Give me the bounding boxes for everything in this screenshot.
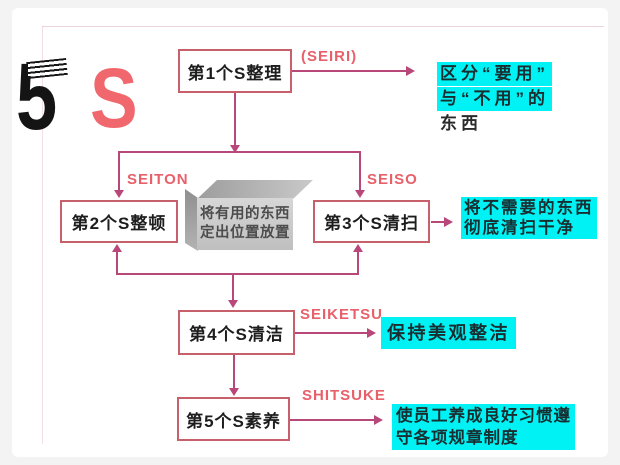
logo-letter-s: S [90,51,138,145]
result-seiri-line2: 与“不用”的 [437,87,552,111]
connector-s1-result [292,70,406,72]
tag-seiketsu: SEIKETSU [300,306,384,323]
result-seiso-line2: 彻底清扫干净 [464,219,575,237]
result-seiri-line3: 东西 [440,114,482,133]
connector-to-s4 [232,273,234,302]
node-s5-label: 第5个S素养 [186,411,281,431]
result-shitsuke-line1: 使员工养成良好习惯遵 [396,407,571,425]
arrowhead-s3-down-icon [355,190,365,198]
result-shitsuke-line2: 守各项规章制度 [396,429,519,447]
cube-text-line1: 将有用的东西 [200,206,290,222]
node-s2-seiton: 第2个S整顿 [60,200,178,243]
connector-s4-result [295,332,368,334]
result-seiri-line1: 区分“要用” [437,62,552,86]
tag-shitsuke: SHITSUKE [302,387,386,404]
arrowhead-s3-up-icon [353,244,363,252]
tag-seiso: SEISO [367,171,418,188]
result-seiketsu: 保持美观整洁 [381,317,516,349]
result-seiso: 将不需要的东西 彻底清扫干净 [461,197,597,239]
result-seiri: 区分“要用” 与“不用”的 东西 [437,62,552,137]
connector-s2-merge [116,250,118,275]
node-s3-seiso: 第3个S清扫 [313,200,430,243]
arrowhead-s4-down-icon [228,300,238,308]
node-s1-label: 第1个S整理 [187,63,283,83]
node-s4-label: 第4个S清洁 [189,325,284,344]
node-s3-label: 第3个S清扫 [324,214,419,233]
cube-front-face: 将有用的东西 定出位置放置 [197,198,293,250]
arrowhead-s2-up-icon [112,244,122,252]
tag-seiton: SEITON [127,171,189,188]
connector-to-s2 [118,152,120,190]
cube-top-face [197,180,313,199]
connector-s3-merge [357,250,359,275]
connector-to-s3 [359,152,361,190]
connector-s3-result [431,221,444,223]
result-seiso-line1: 将不需要的东西 [464,199,594,217]
cube-left-face [185,189,198,251]
result-seiketsu-line1: 保持美观整洁 [387,323,510,343]
cube-text-line2: 定出位置放置 [200,225,290,241]
arrowhead-seiri-right-icon [406,66,415,76]
frame-border-left [42,26,43,444]
arrowhead-seiketsu-right-icon [367,328,376,338]
connector-s1-down [234,93,236,147]
arrowhead-s2-down-icon [114,190,124,198]
arrowhead-s5-down-icon [229,388,239,396]
arrowhead-seiso-right-icon [444,217,453,227]
node-s5-shitsuke: 第5个S素养 [177,397,290,441]
connector-branch-bottom [116,273,359,275]
arrowhead-junction-down-icon [230,145,240,153]
connector-s5-result [290,419,375,421]
node-s1-seiri: 第1个S整理 [178,49,292,93]
connector-branch-top [118,151,361,153]
tag-seiri: (SEIRI) [301,48,358,65]
node-s4-seiketsu: 第4个S清洁 [178,310,295,355]
connector-s4-s5 [233,355,235,390]
node-s2-label: 第2个S整顿 [71,214,167,233]
frame-border-top [42,26,604,27]
result-shitsuke: 使员工养成良好习惯遵 守各项规章制度 [392,404,575,450]
arrowhead-shitsuke-right-icon [374,415,383,425]
